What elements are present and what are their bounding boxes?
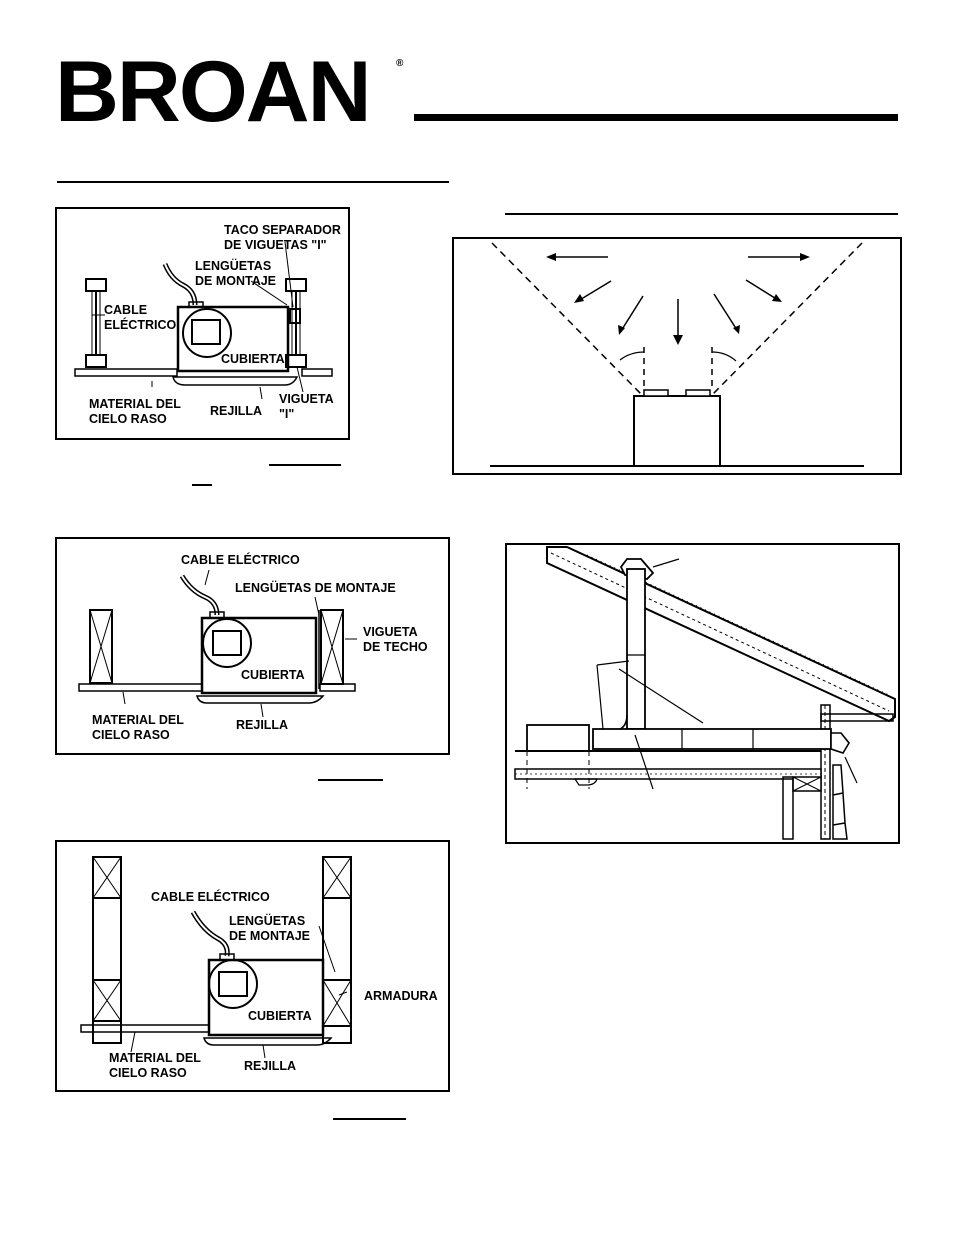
- label-cubierta: CUBIERTA: [221, 352, 285, 366]
- underline-mark-3: [318, 779, 383, 781]
- right-section-rule: [505, 213, 898, 215]
- figure-roof-ducting-drawing: [514, 546, 896, 840]
- figure-ceiling-joist-drawing: [78, 569, 357, 718]
- header-rule: [414, 114, 898, 121]
- label-material-cielo-raso: MATERIAL DEL CIELO RASO: [89, 397, 181, 426]
- label-vigueta-techo: VIGUETA DE TECHO: [363, 625, 428, 654]
- underline-mark-1: [269, 464, 341, 466]
- label-cable-electrico: CABLE ELÉCTRICO: [151, 890, 270, 904]
- figure-roof-ducting: [505, 543, 900, 844]
- figure-truss: CABLE ELÉCTRICO LENGÜETAS DE MONTAJE ARM…: [55, 840, 450, 1092]
- label-rejilla: REJILLA: [210, 404, 263, 418]
- label-taco-separador: TACO SEPARADOR DE VIGUETAS "I": [224, 223, 341, 252]
- label-armadura: ARMADURA: [364, 989, 438, 1003]
- figure-airflow: [452, 237, 902, 475]
- label-lenguetas-montaje: LENGÜETAS DE MONTAJE: [195, 259, 277, 288]
- figure-airflow-drawing: [490, 242, 864, 467]
- label-lenguetas-montaje: LENGÜETAS DE MONTAJE: [229, 914, 311, 943]
- label-lenguetas-montaje: LENGÜETAS DE MONTAJE: [235, 581, 396, 595]
- label-cable-electrico: CABLE ELÉCTRICO: [104, 303, 177, 332]
- underline-mark-4: [333, 1118, 406, 1120]
- label-cubierta: CUBIERTA: [241, 668, 305, 682]
- label-material-cielo-raso: MATERIAL DEL CIELO RASO: [92, 713, 184, 742]
- brand-logo: BROAN: [55, 44, 372, 140]
- label-cubierta: CUBIERTA: [248, 1009, 312, 1023]
- registered-mark: ®: [396, 58, 404, 69]
- underline-mark-2: [192, 484, 212, 486]
- figure-i-joist-drawing: [74, 241, 333, 400]
- figure-truss-drawing: [80, 856, 352, 1059]
- label-cable-electrico: CABLE ELÉCTRICO: [181, 553, 300, 567]
- label-rejilla: REJILLA: [244, 1059, 297, 1073]
- label-rejilla: REJILLA: [236, 718, 289, 732]
- figure-i-joist: TACO SEPARADOR DE VIGUETAS "I" LENGÜETAS…: [55, 207, 350, 440]
- left-section-rule: [57, 181, 449, 183]
- label-material-cielo-raso: MATERIAL DEL CIELO RASO: [109, 1051, 201, 1080]
- figure-ceiling-joist: CABLE ELÉCTRICO LENGÜETAS DE MONTAJE VIG…: [55, 537, 450, 755]
- label-vigueta-i: VIGUETA "I": [279, 392, 334, 421]
